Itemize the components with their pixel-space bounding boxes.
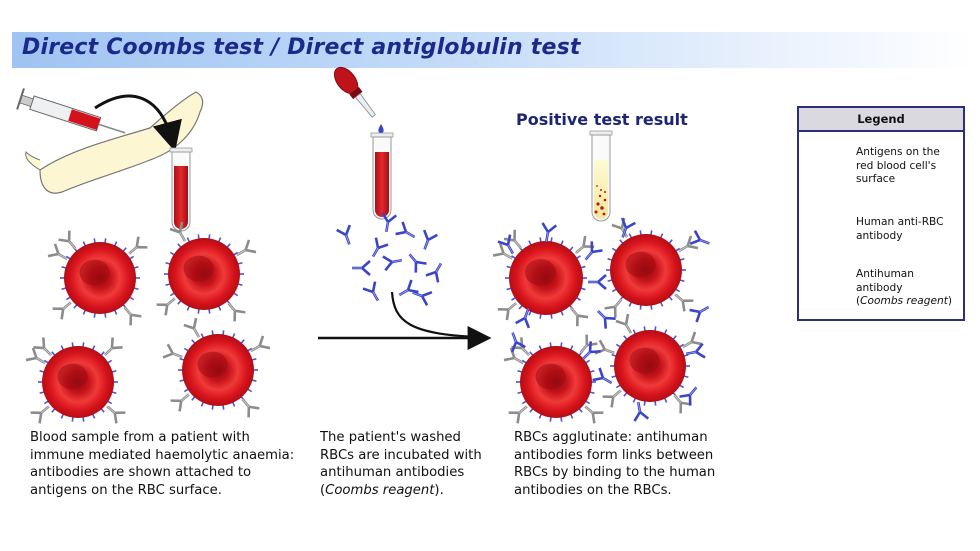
antihuman-antibody [402,248,428,274]
red-blood-cell [164,234,244,314]
page-title: Direct Coombs test / Direct antiglobulin… [22,35,581,60]
antihuman-antibody [416,228,439,254]
caption-line: (Coombs reagent). [320,482,482,500]
paren-open: ( [320,482,326,498]
antihuman-antibody [586,273,608,291]
red-blood-cell [606,230,686,310]
caption-line: RBCs are incubated with [320,447,482,463]
free-antibody-group [335,211,449,307]
caption-line: RBCs by binding to the human [514,465,716,480]
legend-box: Legend Antigens on the red blood cell's … [797,106,965,321]
legend-line: red blood cell's [856,159,937,172]
title-banner [12,32,972,68]
caption-line: immune mediated haemolytic anaemia: [30,447,295,463]
antihuman-antibody [591,304,617,330]
coombs-reagent-text: Coombs reagent [325,482,435,498]
antihuman-antibody [381,252,405,272]
caption-step2: The patient's washed RBCs are incubated … [320,429,482,499]
paren-close: ). [434,482,444,498]
caption-step3: RBCs agglutinate: antihuman antibodies f… [514,429,715,499]
antihuman-antibody [335,223,358,249]
antihuman-antibody [394,278,420,303]
caption-line: Blood sample from a patient with [30,430,250,445]
test-tube-icon [169,147,193,232]
red-blood-cell [610,326,690,406]
caption-line: antibodies are shown attached to [30,465,252,480]
syringe-icon [16,88,126,134]
human-antibody [24,346,50,371]
legend-line: Antihuman [856,268,915,280]
antihuman-antibody [683,342,707,362]
caption-line: antibodies form links between [514,447,714,463]
red-blood-cell [60,238,140,318]
coombs-reagent-text: Coombs reagent [860,295,948,308]
antihuman-antibody [591,366,617,391]
human-antibody [246,334,272,359]
antihuman-antibody [688,299,714,324]
legend-line: antibody [856,229,903,242]
caption-step1: Blood sample from a patient with immune … [30,429,294,499]
red-blood-cell [178,330,258,410]
legend-human-antibody-label: Human anti-RBC antibody [856,216,944,243]
antihuman-antibody [538,221,558,245]
test-tube-icon [370,132,394,220]
red-blood-cell [516,342,596,422]
dropper-icon [333,66,376,118]
antihuman-antibody [394,220,420,245]
result-label: Positive test result [516,110,688,129]
caption-line: RBCs agglutinate: antihuman [514,430,708,445]
arrow-icon [94,94,182,152]
legend-line: (Coombs reagent) [856,295,953,308]
legend-antigen-label: Antigens on the red blood cell's surface [856,146,940,187]
antihuman-antibody [630,399,650,423]
legend-line: Antigens on the [856,146,940,158]
legend-title: Legend [799,108,963,132]
legend-line: surface [856,173,896,186]
arm-icon [25,91,204,194]
caption-line: The patient's washed [320,430,461,445]
human-antibody [161,342,186,365]
red-blood-cell [38,342,118,422]
rbc-group [24,216,714,425]
antihuman-antibody [408,284,434,307]
caption-line: antigens on the RBC surface. [30,482,222,498]
human-antibody [674,234,700,259]
test-tube-icon [589,130,613,222]
legend-antihuman-label: Antihuman antibody (Coombs reagent) [856,268,952,309]
human-antibody [502,346,528,371]
red-blood-cell [505,237,587,319]
legend-line: antibody [856,281,903,294]
human-antibody [614,312,639,338]
antihuman-antibody [424,258,449,284]
human-antibody [182,316,207,342]
antihuman-antibody [361,280,386,306]
legend-line: Human anti-RBC [856,216,944,228]
arrow-icon [390,291,479,339]
human-antibody [593,338,618,361]
caption-line: antibodies on the RBCs. [514,482,672,498]
caption-line: antihuman antibodies [320,465,465,480]
human-antibody [46,242,72,267]
antihuman-antibody [350,259,372,277]
human-antibody [232,238,258,263]
